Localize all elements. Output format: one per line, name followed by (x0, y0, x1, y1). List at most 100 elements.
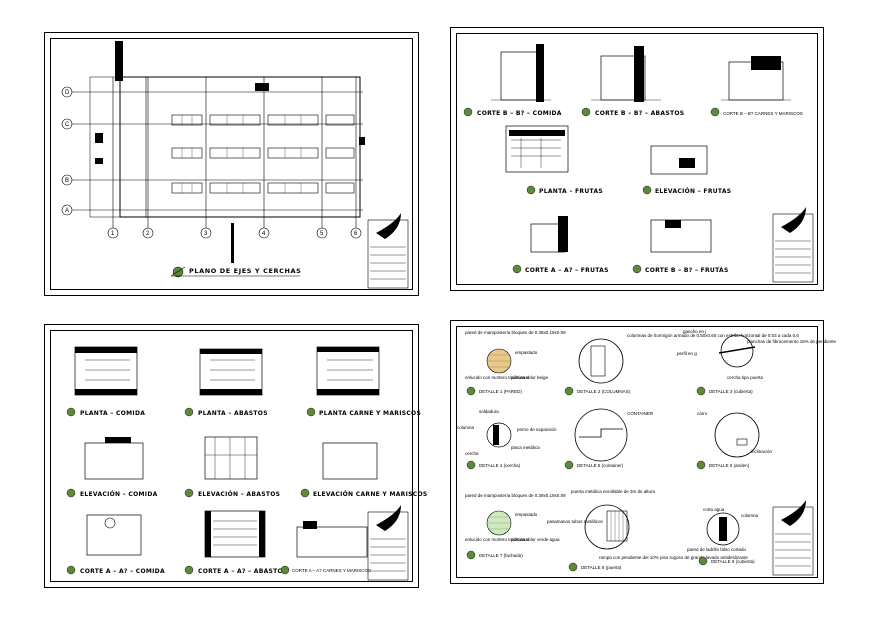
d3-planchas-note: planchas de fibrocemento 15% de pendient… (747, 339, 837, 344)
title-block (367, 511, 409, 581)
title-bullet-icon (66, 565, 76, 575)
section-titles: CORTE B – B? – COMIDA CORTE B – B? – ABA… (463, 107, 803, 274)
detail-title-2: DETALLE 2 (COLUMNAS) (577, 389, 631, 394)
plans-drawing: PLANTA – COMIDA PLANTA – ABASTOS PLANTA … (66, 346, 427, 581)
title-bullet-icon (463, 107, 473, 117)
logo-icon (781, 500, 806, 526)
d1-empastado-note: empastado (515, 350, 538, 355)
sheet-frame (50, 330, 413, 582)
title-bullet-icon (306, 407, 316, 417)
details-drawing: pared de mampostería bloques de 0.39x0.1… (457, 329, 837, 576)
title-bullet-icon (696, 460, 706, 470)
title-bullet-icon (172, 266, 184, 278)
title-bullet-icon (466, 386, 476, 396)
d9-columna-note: columna (741, 513, 759, 518)
title-block (367, 219, 409, 289)
row-axis-c: C (65, 122, 70, 128)
row-axis-a: A (65, 208, 69, 214)
section-title-2: CORTE B – B? – ABASTOS (595, 110, 684, 117)
sheet-axes-plan: D C B A 1 2 3 4 5 6 PLANO DE EJES Y CERC… (44, 32, 419, 296)
sheet-frame (456, 326, 818, 578)
d1-pintura-note: pintura color beige (511, 375, 549, 380)
sheet-details: pared de mampostería bloques de 0.39x0.1… (450, 320, 837, 584)
plan-title-5: ELEVACIÓN – ABASTOS (198, 491, 280, 498)
col-axis-1: 1 (111, 231, 115, 237)
row-axis-d: D (65, 90, 70, 96)
d4-placa-note: placa metálica (511, 445, 540, 450)
title-bullet-icon (642, 185, 652, 195)
d7-pintura-note: pintura color verde agua (511, 537, 560, 542)
title-bullet-icon (184, 407, 194, 417)
title-bullet-icon (512, 264, 522, 274)
section-title-3: CORTE B – B? CARNES Y MARISCOS (723, 111, 803, 116)
col-axis-2: 2 (146, 231, 150, 237)
title-bullet-icon (568, 562, 578, 572)
d8-puerta-note: puerta metálica enrollable de 3m de altu… (571, 489, 656, 494)
d7-wall-note: pared de mampostería bloques de 0.39x0.1… (465, 493, 566, 498)
d9-corta-note: corta agua (703, 507, 725, 512)
title-bullet-icon (581, 107, 591, 117)
plan-title-9: CORTE A – A? CARNES Y MARISCOS (292, 568, 371, 573)
d9-pared-note: pared de ladrillo falso cortado (687, 547, 747, 552)
d7-enlucido-note: enlucido con mortero tradicional (465, 537, 529, 542)
title-block (772, 213, 814, 283)
title-bullet-icon (466, 550, 476, 560)
title-bullet-icon (66, 488, 76, 498)
detail-title-9: DETALLE 9 (cubierta) (711, 559, 755, 564)
title-bullet-icon (66, 407, 76, 417)
d3-cercha-note: cercha tipo puerta (727, 375, 764, 380)
d2-columnas-note: columnas de hormigón armado de 0.50x0.60… (627, 333, 799, 338)
detail-title-3: DETALLE 3 (cubierta) (709, 389, 753, 394)
plan-title-6: ELEVACIÓN CARNE Y MARISCOS (313, 491, 427, 498)
title-bullet-icon (300, 488, 310, 498)
title-bullet-icon (466, 460, 476, 470)
title-bullet-icon (564, 386, 574, 396)
section-title-5: ELEVACIÓN – FRUTAS (655, 188, 731, 195)
title-bullet-icon (184, 565, 194, 575)
row-axis-b: B (65, 178, 69, 184)
axes-plan-drawing: D C B A 1 2 3 4 5 6 PLANO DE EJES Y CERC… (61, 41, 409, 289)
d1-enlucido-note: enlucido con mortero tradicional (465, 375, 529, 380)
d4-perno-note: perno de expansión (517, 427, 557, 432)
detail-title-5: DETALLE 5 (container) (577, 463, 624, 468)
detail-title-7: DETALLE 7 (fachada) (479, 553, 523, 558)
col-axis-4: 4 (262, 231, 266, 237)
title-bullet-icon (698, 556, 708, 566)
d6-carro-note: carro (697, 411, 708, 416)
section-title-1: CORTE B – B? – COMIDA (477, 110, 562, 117)
d6-inclinacion-note: inclinación (751, 449, 773, 454)
col-axis-3: 3 (204, 231, 208, 237)
logo-icon (376, 213, 401, 239)
d4-columna-note: columna (457, 425, 475, 430)
sheet-frame (456, 33, 818, 285)
section-title-6: CORTE A – A? – FRUTAS (525, 267, 609, 274)
d3-perfil-note: perfil en g (677, 351, 697, 356)
sheet-sections: CORTE B – B? – COMIDA CORTE B – B? – ABA… (450, 27, 824, 291)
plan-title-1: PLANTA – COMIDA (80, 410, 145, 417)
d5-container-note: CONTAINER (627, 411, 654, 416)
plan-title-4: ELEVACIÓN – COMIDA (80, 491, 158, 498)
d8-pasamanos-note: pasamanos tubos metálicos (547, 519, 604, 524)
plan-title-8: CORTE A – A? – ABASTOS (198, 568, 288, 575)
sheet-plans: PLANTA – COMIDA PLANTA – ABASTOS PLANTA … (44, 324, 427, 588)
d4-cercha-note: cercha (465, 451, 479, 456)
logo-icon (781, 207, 806, 233)
col-axis-5: 5 (320, 231, 324, 237)
section-title-7: CORTE B – B? – FRUTAS (645, 267, 729, 274)
title-bullet-icon (564, 460, 574, 470)
detail-title-1: DETALLE 1 (PARED) (479, 389, 522, 394)
logo-icon (376, 505, 401, 531)
sheet-frame (50, 38, 413, 290)
title-bullet-icon (184, 488, 194, 498)
axes-plan-title: PLANO DE EJES Y CERCHAS (189, 267, 301, 275)
plan-title-2: PLANTA – ABASTOS (198, 410, 268, 417)
d3-gancho-note: gancho en j (683, 329, 706, 334)
title-block (772, 506, 814, 576)
plan-title-7: CORTE A – A? – COMIDA (80, 568, 165, 575)
detail-title-4: DETALLE 4 (cercha) (479, 463, 521, 468)
title-bullet-icon (710, 107, 720, 117)
plan-title-3: PLANTA CARNE Y MARISCOS (319, 410, 421, 417)
section-title-4: PLANTA – FRUTAS (539, 188, 603, 195)
d1-wall-note: pared de mampostería bloques de 0.39x0.1… (465, 330, 566, 335)
title-bullet-icon (526, 185, 536, 195)
